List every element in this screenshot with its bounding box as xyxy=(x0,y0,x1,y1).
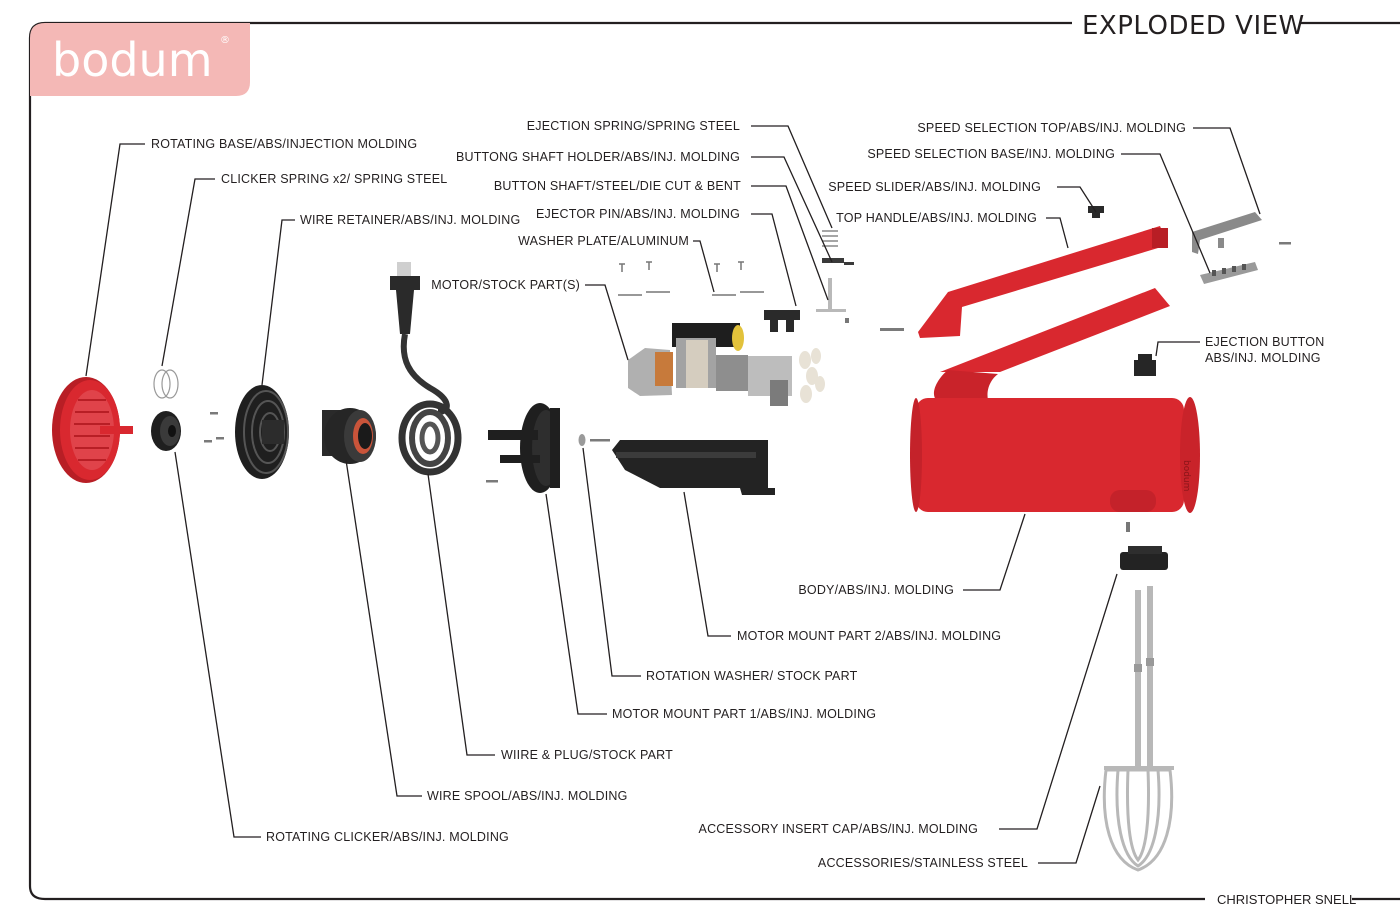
clicker-spring-part xyxy=(153,369,179,399)
label-motor-stock: MOTOR/STOCK PART(S) xyxy=(431,278,580,292)
motor-mount-2-part xyxy=(612,440,775,495)
washer-plate-part xyxy=(618,261,764,296)
speed-selection-top-part xyxy=(1192,212,1262,254)
label-ejection-button-line1: EJECTION BUTTON xyxy=(1205,335,1324,349)
motor-part xyxy=(628,323,825,406)
speed-selection-base-part xyxy=(1200,262,1258,284)
label-clicker-spring: CLICKER SPRING x2/ SPRING STEEL xyxy=(221,172,447,186)
rotation-washer-part xyxy=(578,434,586,446)
page-title: EXPLODED VIEW xyxy=(1082,11,1305,41)
motor-mount-1-part xyxy=(488,403,560,493)
accessory-insert-cap-part xyxy=(1120,522,1168,570)
rotating-clicker-part xyxy=(151,411,181,451)
ejection-button-part xyxy=(1134,354,1156,376)
part-labels: ROTATING BASE/ABS/INJECTION MOLDING CLIC… xyxy=(151,119,1324,870)
label-rotating-clicker: ROTATING CLICKER/ABS/INJ. MOLDING xyxy=(266,830,509,844)
label-motor-mount-2: MOTOR MOUNT PART 2/ABS/INJ. MOLDING xyxy=(737,629,1001,643)
wire-retainer-part xyxy=(235,385,289,479)
label-button-shaft: BUTTON SHAFT/STEEL/DIE CUT & BENT xyxy=(494,179,741,193)
rotating-base-part xyxy=(52,377,133,483)
label-ejection-button-line2: ABS/INJ. MOLDING xyxy=(1205,351,1321,365)
small-screws xyxy=(204,242,1291,483)
author-credit: CHRISTOPHER SNELL xyxy=(1217,892,1356,907)
top-handle-part xyxy=(918,226,1168,338)
accessories-part xyxy=(1102,586,1174,872)
label-ejector-pin: EJECTOR PIN/ABS/INJ. MOLDING xyxy=(536,207,740,221)
svg-text:bodum: bodum xyxy=(1181,460,1191,491)
label-rotation-washer: ROTATION WASHER/ STOCK PART xyxy=(646,669,858,683)
wire-spool-part xyxy=(322,408,376,464)
leader-lines xyxy=(85,125,1261,864)
label-accessory-insert-cap: ACCESSORY INSERT CAP/ABS/INJ. MOLDING xyxy=(699,822,978,836)
button-shaft-part xyxy=(816,278,849,323)
label-ejection-spring: EJECTION SPRING/SPRING STEEL xyxy=(527,119,740,133)
label-motor-mount-1: MOTOR MOUNT PART 1/ABS/INJ. MOLDING xyxy=(612,707,876,721)
speed-slider-part xyxy=(1088,206,1104,218)
ejection-spring-part xyxy=(822,230,854,265)
label-accessories: ACCESSORIES/STAINLESS STEEL xyxy=(818,856,1028,870)
ejector-pin-part xyxy=(764,310,800,332)
label-speed-slider: SPEED SLIDER/ABS/INJ. MOLDING xyxy=(828,180,1041,194)
label-top-handle: TOP HANDLE/ABS/INJ. MOLDING xyxy=(836,211,1037,225)
label-wire-plug: WIIRE & PLUG/STOCK PART xyxy=(501,748,673,762)
body-part: bodum xyxy=(910,288,1200,513)
label-rotating-base: ROTATING BASE/ABS/INJECTION MOLDING xyxy=(151,137,417,151)
label-speed-selection-base: SPEED SELECTION BASE/INJ. MOLDING xyxy=(867,147,1115,161)
label-wire-retainer: WIRE RETAINER/ABS/INJ. MOLDING xyxy=(300,213,520,227)
label-button-shaft-holder: BUTTONG SHAFT HOLDER/ABS/INJ. MOLDING xyxy=(456,150,740,164)
wire-plug-part xyxy=(390,262,462,476)
label-body: BODY/ABS/INJ. MOLDING xyxy=(798,583,954,597)
registered-mark: ® xyxy=(220,35,230,46)
bodum-logo: bodum ® xyxy=(30,23,250,96)
label-wire-spool: WIRE SPOOL/ABS/INJ. MOLDING xyxy=(427,789,628,803)
label-speed-selection-top: SPEED SELECTION TOP/ABS/INJ. MOLDING xyxy=(917,121,1186,135)
brand-name: bodum xyxy=(52,33,213,87)
label-washer-plate: WASHER PLATE/ALUMINUM xyxy=(518,234,689,248)
